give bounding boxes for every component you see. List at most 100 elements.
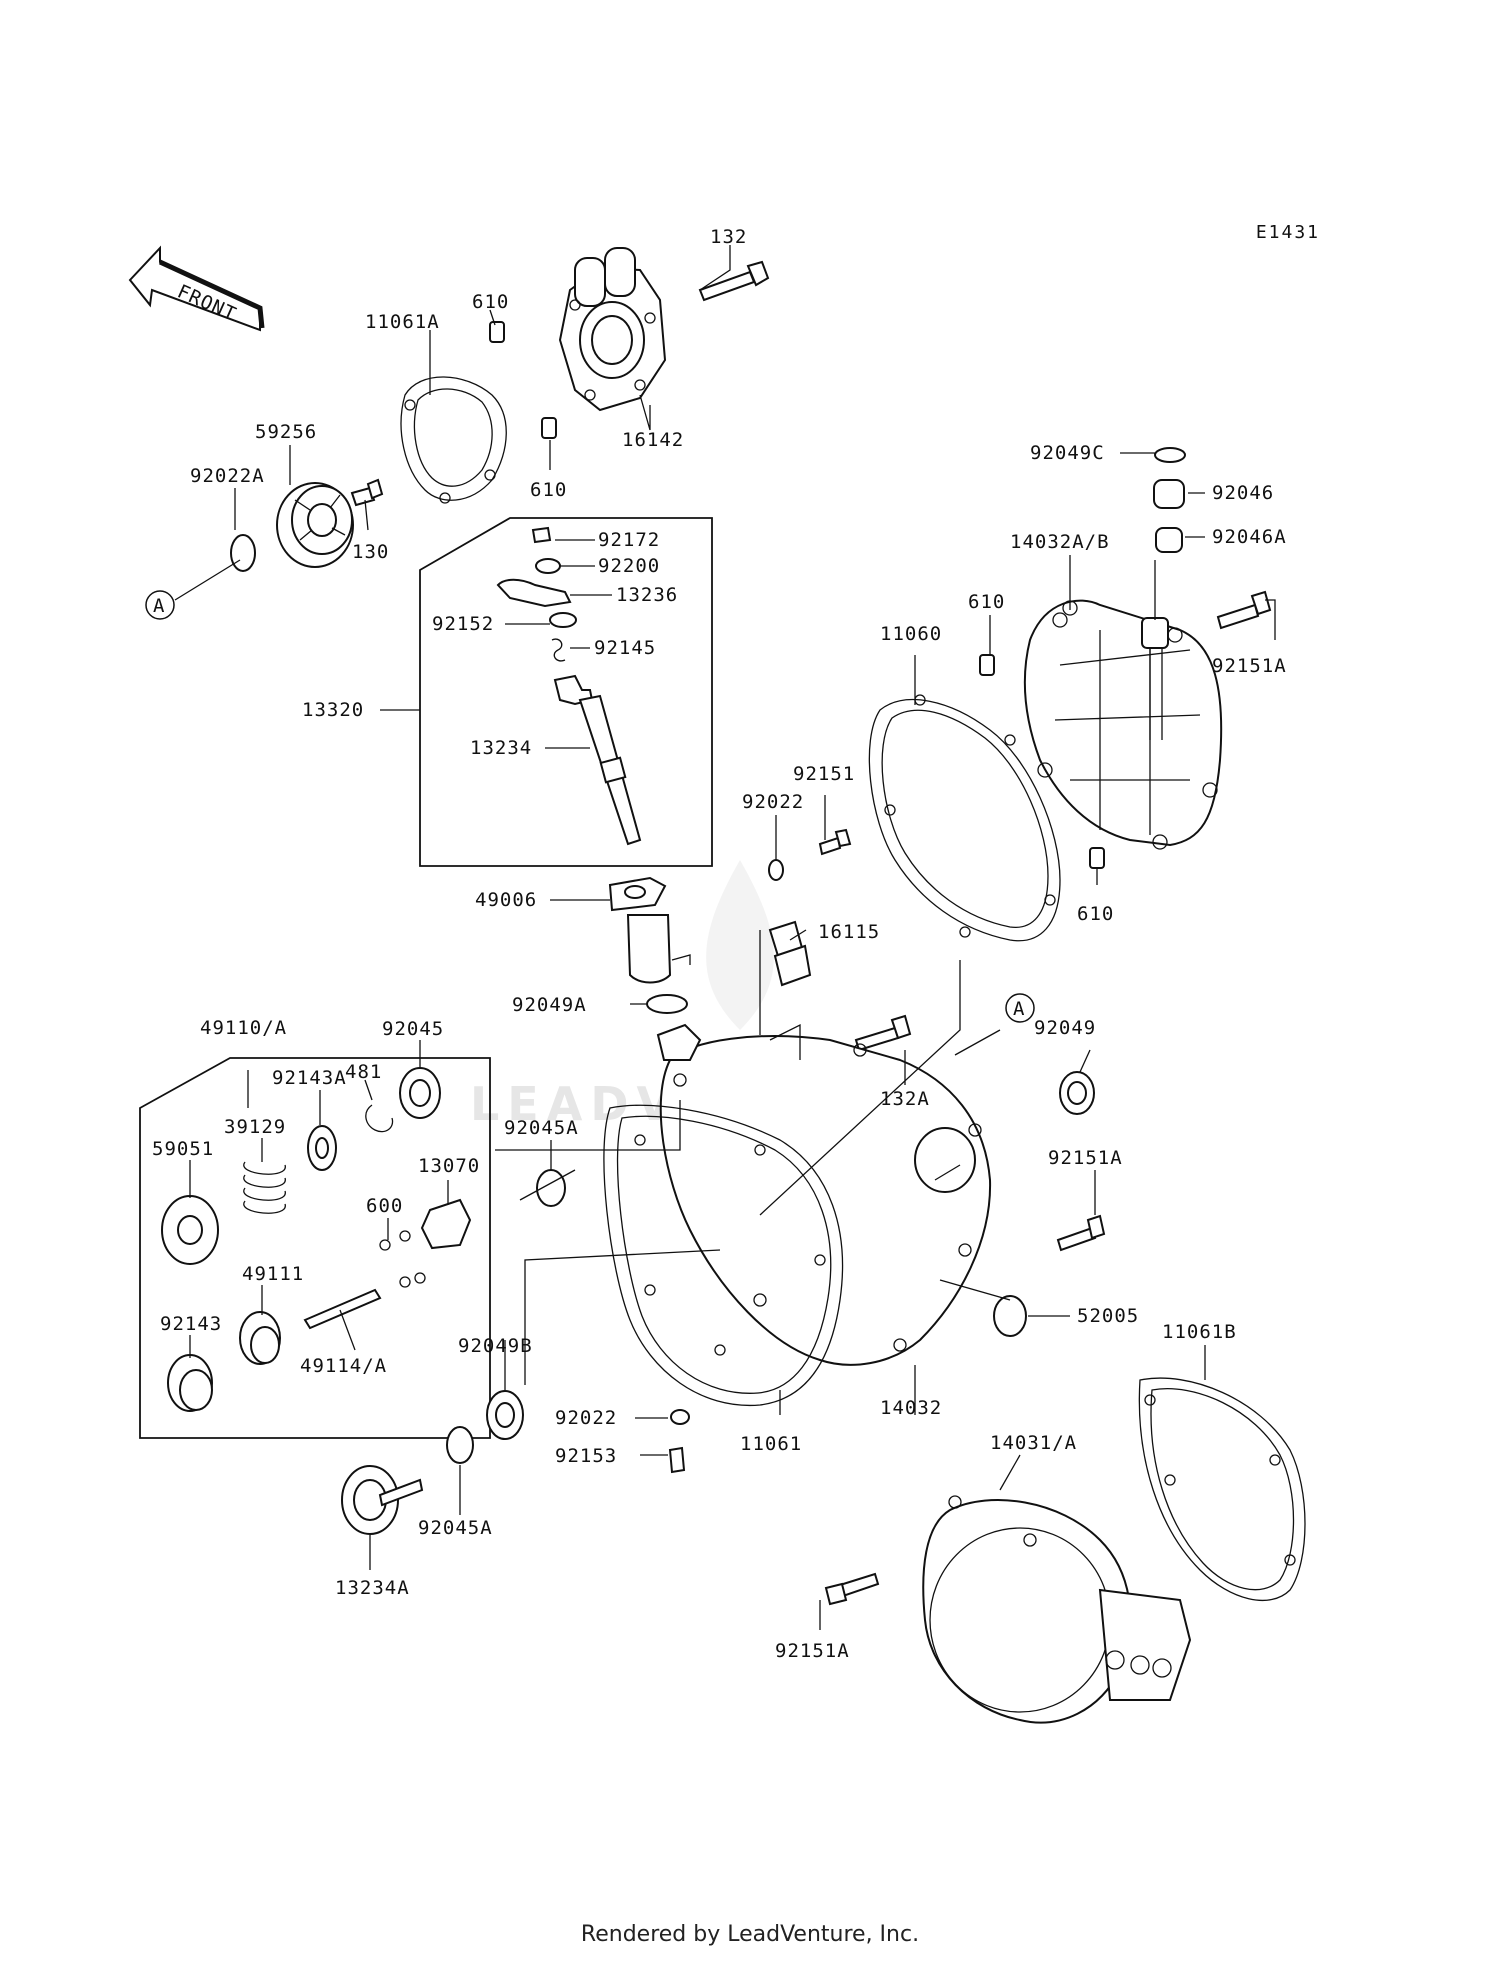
pump-cover-16142 <box>558 247 667 412</box>
assembly-box-49110A <box>139 1057 491 1439</box>
label-14032: 14032 <box>880 1397 942 1419</box>
washer-92022-top <box>768 859 784 881</box>
label-600: 600 <box>366 1195 403 1217</box>
bolt-132 <box>698 260 770 302</box>
footer-credit: Rendered by LeadVenture, Inc. <box>580 1922 920 1947</box>
label-92022A: 92022A <box>190 465 265 487</box>
reference-marker-a-left-label: A <box>153 595 165 617</box>
label-92022-bottom: 92022 <box>555 1407 617 1429</box>
reference-marker-a-right: A <box>1005 993 1035 1023</box>
leader-lines <box>174 245 1276 1630</box>
label-39129: 39129 <box>224 1116 286 1138</box>
seal-92049C <box>1154 447 1186 463</box>
watermark-flame-icon <box>706 860 774 1030</box>
label-92172: 92172 <box>598 529 660 551</box>
bolt-92153 <box>668 1446 686 1474</box>
dowel-pin-610-right-top <box>979 654 995 676</box>
seal-92049A <box>646 994 688 1014</box>
label-59051: 59051 <box>152 1138 214 1160</box>
gasket-11061 <box>603 1104 844 1407</box>
label-49110A: 49110/A <box>200 1017 287 1039</box>
reference-marker-a-right-label: A <box>1013 998 1025 1020</box>
bolt-92151 <box>818 828 852 856</box>
label-92151A-top: 92151A <box>1212 655 1287 677</box>
label-132: 132 <box>710 226 747 248</box>
label-610-right-top: 610 <box>968 591 1005 613</box>
label-610-top: 610 <box>472 291 509 313</box>
right-crankcase-cover-14032 <box>656 1023 992 1366</box>
label-481: 481 <box>345 1061 382 1083</box>
label-92046: 92046 <box>1212 482 1274 504</box>
bearing-92045A-bottom <box>446 1426 474 1464</box>
bolt-92151A-middle <box>1056 1214 1106 1252</box>
governor-lever-49006 <box>608 876 691 984</box>
label-92151A-bottom: 92151A <box>775 1640 850 1662</box>
generator-cover-14031A <box>922 1495 1192 1724</box>
label-11060: 11060 <box>880 623 942 645</box>
label-11061B: 11061B <box>1162 1321 1237 1343</box>
gear-13234A <box>341 1465 424 1535</box>
label-16115: 16115 <box>818 921 880 943</box>
label-92049C: 92049C <box>1030 442 1105 464</box>
label-610-pump: 610 <box>530 479 567 501</box>
dowel-pin-610-top <box>489 321 505 343</box>
label-92049B: 92049B <box>458 1335 533 1357</box>
sleeve-92046A <box>1155 527 1183 553</box>
label-92049A: 92049A <box>512 994 587 1016</box>
gasket-11061A <box>400 376 507 504</box>
label-132A: 132A <box>880 1088 930 1110</box>
label-49006: 49006 <box>475 889 537 911</box>
washer-92022A <box>230 534 256 572</box>
label-130: 130 <box>352 541 389 563</box>
label-13236: 13236 <box>616 584 678 606</box>
clutch-cover-14032AB <box>1023 599 1223 850</box>
label-92153: 92153 <box>555 1445 617 1467</box>
label-16142: 16142 <box>622 429 684 451</box>
label-11061: 11061 <box>740 1433 802 1455</box>
bolt-130 <box>350 478 384 507</box>
label-92049: 92049 <box>1034 1017 1096 1039</box>
label-92152: 92152 <box>432 613 494 635</box>
seal-92049-inner <box>1067 1081 1087 1105</box>
oil-filler-cap-16115 <box>768 920 812 987</box>
reference-marker-a-left: A <box>145 590 175 620</box>
label-13320: 13320 <box>302 699 364 721</box>
impeller-59256 <box>276 482 354 568</box>
label-92151A-middle: 92151A <box>1048 1147 1123 1169</box>
seal-52005 <box>993 1295 1027 1337</box>
dowel-pin-610-right-bottom <box>1089 847 1105 869</box>
label-92143: 92143 <box>160 1313 222 1335</box>
seal-92049B-inner <box>495 1402 515 1428</box>
dowel-pin-610-pump <box>541 417 557 439</box>
bolt-132A <box>854 1014 912 1052</box>
sleeve-92046 <box>1153 479 1185 509</box>
pump-shaft-parts <box>161 1067 472 1412</box>
bolt-92151A-bottom <box>824 1572 880 1606</box>
label-92045A-middle: 92045A <box>504 1117 579 1139</box>
label-92045A-bottom: 92045A <box>418 1517 493 1539</box>
label-610-right-bottom: 610 <box>1077 903 1114 925</box>
label-92145: 92145 <box>594 637 656 659</box>
label-59256: 59256 <box>255 421 317 443</box>
label-13234A: 13234A <box>335 1577 410 1599</box>
label-92143A: 92143A <box>272 1067 347 1089</box>
label-14032AB: 14032A/B <box>1010 531 1110 553</box>
gasket-11061B <box>1138 1377 1306 1602</box>
front-direction-arrow: FRONT <box>128 245 265 332</box>
label-14031A: 14031/A <box>990 1432 1077 1454</box>
label-13070: 13070 <box>418 1155 480 1177</box>
label-49111: 49111 <box>242 1263 304 1285</box>
label-92200: 92200 <box>598 555 660 577</box>
part-labels: 132 610 11061A 16142 610 59256 92022A 13… <box>152 226 1287 1662</box>
label-92022-top: 92022 <box>742 791 804 813</box>
washer-92022-bottom <box>670 1409 690 1425</box>
label-11061A: 11061A <box>365 311 440 333</box>
label-49114A: 49114/A <box>300 1355 387 1377</box>
governor-shaft-parts <box>496 526 642 846</box>
label-92151: 92151 <box>793 763 855 785</box>
bolt-92151A-top <box>1216 590 1272 630</box>
diagram-code: E1431 <box>1255 222 1320 243</box>
label-13234: 13234 <box>470 737 532 759</box>
label-92045: 92045 <box>382 1018 444 1040</box>
